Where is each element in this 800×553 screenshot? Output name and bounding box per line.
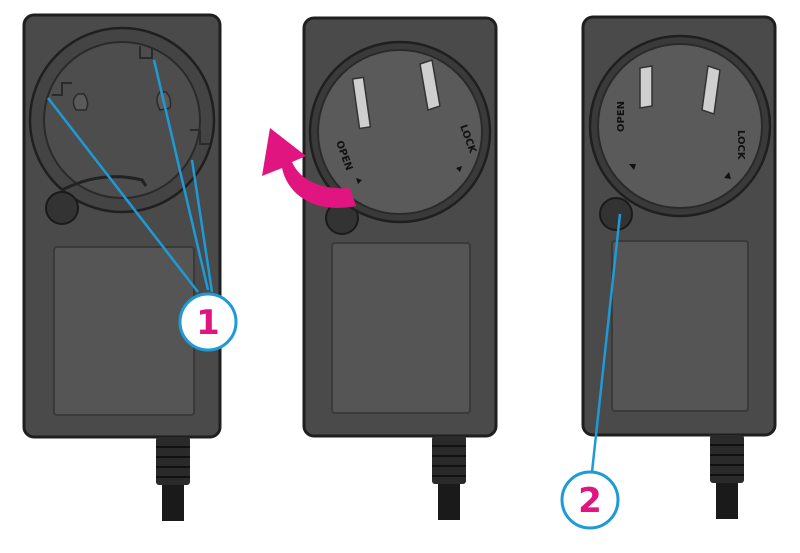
callout-1: 1: [47, 59, 238, 352]
plug-blade-left: [351, 76, 372, 130]
callout-circle: [560, 470, 620, 530]
cable: [162, 485, 184, 521]
release-button: [599, 197, 633, 231]
cable: [716, 483, 738, 519]
callout-line: [47, 97, 199, 293]
lock-label: LOCK: [735, 130, 746, 161]
callout-number: 1: [196, 303, 220, 343]
open-arrow-icon: [356, 178, 362, 184]
lock-arrow-icon: [456, 166, 462, 172]
socket-latch-groove: [61, 175, 148, 192]
callout-number: 2: [578, 481, 602, 521]
open-label: OPEN: [616, 101, 627, 132]
plug-blade-right: [419, 59, 441, 111]
callout-line: [190, 159, 214, 293]
plug-face: [597, 43, 763, 209]
adapter-rotating: OPEN LOCK: [302, 16, 498, 520]
adapter-front-panel: [331, 242, 471, 414]
adapter-plug-removed: [22, 13, 222, 521]
plug-blade-right: [701, 65, 721, 115]
adapter-front-panel: [53, 246, 195, 416]
plug-blade-left: [639, 65, 653, 109]
cable-strain-relief: [156, 437, 190, 485]
callout-line: [152, 59, 210, 291]
socket-notch-left: [52, 82, 72, 96]
lock-arrow-icon: [724, 172, 731, 179]
adapter-front-panel: [611, 240, 749, 412]
callout-line: [590, 213, 622, 473]
open-arrow-icon: [629, 164, 636, 170]
callout-circle: [178, 292, 238, 352]
socket-notch-top: [139, 46, 153, 59]
cable: [438, 484, 460, 520]
contact-left: [72, 93, 89, 111]
socket-notch-right: [190, 129, 210, 145]
callout-2: 2: [560, 213, 622, 530]
plug-socket-inner: [43, 41, 201, 199]
curved-rotate-arrow: [262, 128, 356, 208]
cable-strain-relief: [432, 436, 466, 484]
adapter-locked: OPEN LOCK: [581, 15, 777, 519]
release-button: [45, 191, 79, 225]
cable-strain-relief: [710, 435, 744, 483]
